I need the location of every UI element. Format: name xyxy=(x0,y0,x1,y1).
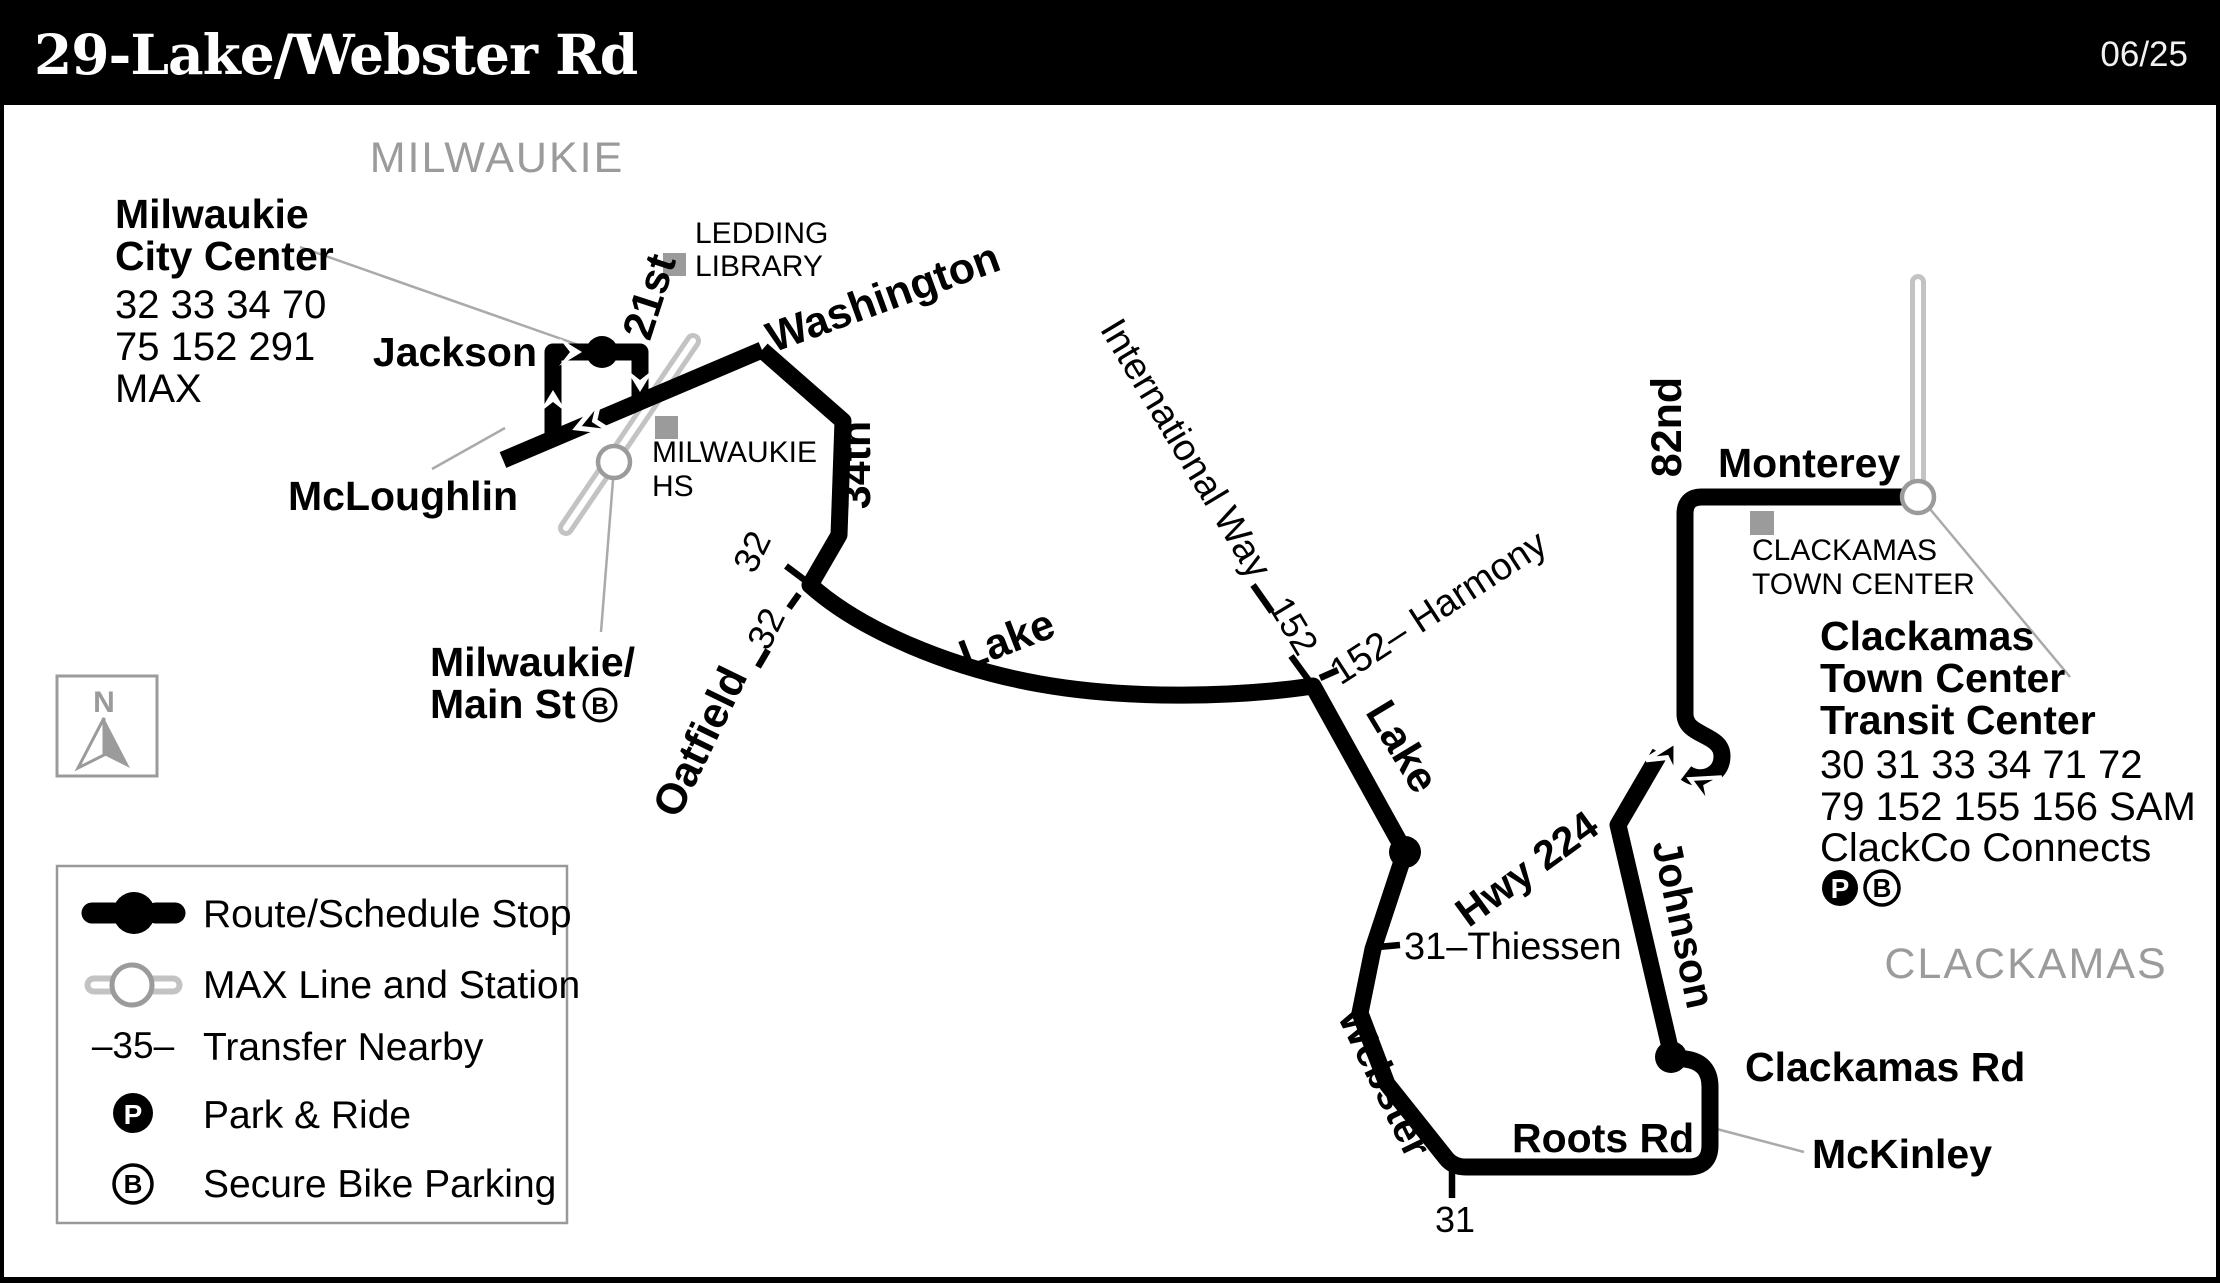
legend-label-bike: Secure Bike Parking xyxy=(203,1163,556,1206)
landmark-square-milwaukie-hs xyxy=(655,416,678,439)
transfer-label-32-upper: 32 xyxy=(725,525,779,579)
street-label-monterey: Monterey xyxy=(1718,440,1900,486)
bus-route-line xyxy=(499,338,1914,1176)
street-label-thiessen: 31–Thiessen xyxy=(1404,926,1622,968)
leader-main-st-station xyxy=(599,479,615,633)
legend-route-stop-icon xyxy=(81,892,186,934)
transfer-label-32-lower: 32 xyxy=(739,602,793,656)
stop-name: Clackamas xyxy=(1820,613,2034,659)
stop-routes: 30 31 33 34 71 72 xyxy=(1820,743,2143,787)
stop-routes: 79 152 155 156 SAM xyxy=(1820,785,2196,829)
station-name: Milwaukie/ xyxy=(430,639,635,685)
street-label-webster: Webster xyxy=(1329,999,1441,1164)
route-arrow-southwest xyxy=(572,399,614,435)
street-label-21st: 21st xyxy=(614,248,686,345)
stop-block-clackamas-tc: Clackamas Town Center Transit Center 30 … xyxy=(1820,613,2196,907)
north-arrow-icon xyxy=(74,717,106,772)
route-notch-arrow-north xyxy=(539,390,567,413)
street-label-jackson: Jackson xyxy=(373,329,537,375)
landmark-label-milwaukie-hs: MILWAUKIE xyxy=(652,436,817,469)
legend-label-transfer: Transfer Nearby xyxy=(203,1026,484,1069)
bike-parking-icon xyxy=(582,687,618,723)
landmark-label-milwaukie-hs: HS xyxy=(652,470,694,503)
map-frame-bottom xyxy=(0,1277,2220,1283)
street-label-roots-rd: Roots Rd xyxy=(1512,1115,1694,1161)
map-frame-left xyxy=(0,105,4,1283)
stop-routes: 75 152 291 xyxy=(115,325,315,369)
transfer-lines xyxy=(755,563,1456,1198)
stop-name: Town Center xyxy=(1820,655,2065,701)
landmark-square-clackamas-town-center xyxy=(1750,511,1774,535)
park-and-ride-icon xyxy=(1822,870,1858,906)
max-line-milwaukie xyxy=(558,333,701,536)
page-title: 29-Lake/Webster Rd xyxy=(34,22,638,87)
landmark-label-ctc: CLACKAMAS xyxy=(1752,534,1937,567)
header-bar xyxy=(0,0,2220,105)
legend: Route/Schedule Stop MAX Line and Station… xyxy=(55,864,580,1225)
stop-dot-milwaukie-city-center xyxy=(586,336,618,368)
leader-clackamas-tc xyxy=(1929,508,2071,678)
area-label-milwaukie: MILWAUKIE xyxy=(370,134,625,182)
stop-routes: MAX xyxy=(115,367,202,411)
street-label-82nd: 82nd xyxy=(1643,377,1691,477)
area-label-clackamas: CLACKAMAS xyxy=(1884,940,2167,988)
stop-name: Milwaukie xyxy=(115,191,309,237)
north-arrow-icon xyxy=(104,718,130,768)
route-arrow-hook xyxy=(1686,775,1723,806)
compass: N xyxy=(55,674,159,778)
street-label-mckinley: McKinley xyxy=(1812,1131,1992,1177)
street-label-mcloughlin: McLoughlin xyxy=(288,473,518,519)
legend-transfer-symbol: –35– xyxy=(92,1025,175,1066)
street-label-clackamas-rd: Clackamas Rd xyxy=(1745,1044,2025,1090)
legend-bike-letter: B xyxy=(124,1169,143,1199)
stop-name: Transit Center xyxy=(1820,697,2096,743)
station-label-milwaukie-main-st: Milwaukie/ Main St B xyxy=(430,639,635,727)
stop-routes: 32 33 34 70 xyxy=(115,283,326,327)
street-label-lake-upper: Lake xyxy=(953,600,1062,680)
max-station-milwaukie-main-st xyxy=(595,443,633,481)
park-and-ride-letter: P xyxy=(1831,873,1850,904)
street-label-harmony: 152– Harmony xyxy=(1323,522,1555,693)
bike-parking-letter: B xyxy=(1873,873,1892,903)
legend-label-park: Park & Ride xyxy=(203,1094,411,1137)
street-label-oatfield: Oatfield xyxy=(644,659,757,824)
bike-parking-letter: B xyxy=(591,693,608,720)
legend-bike-parking-icon xyxy=(112,1163,154,1205)
stop-block-milwaukie-city-center: Milwaukie City Center 32 33 34 70 75 152… xyxy=(115,191,334,411)
legend-label-route-stop: Route/Schedule Stop xyxy=(203,893,572,936)
bike-parking-icon xyxy=(1863,869,1901,907)
route-notch-arrow-south xyxy=(626,369,654,392)
leader-city-center xyxy=(299,245,591,351)
street-label-hwy-224: Hwy 224 xyxy=(1447,802,1607,936)
leader-mcloughlin xyxy=(431,426,506,471)
station-name: Main St xyxy=(430,681,576,727)
stop-dot-lake xyxy=(1389,836,1421,868)
landmark-label-ctc: TOWN CENTER xyxy=(1752,568,1975,601)
compass-north-label: N xyxy=(93,686,115,719)
landmark-label-ledding: LIBRARY xyxy=(695,250,823,283)
transfer-label-31: 31 xyxy=(1435,1199,1475,1240)
landmark-label-ledding: LEDDING xyxy=(695,217,828,250)
stop-dot-clackamas-rd xyxy=(1655,1041,1687,1073)
stop-routes: ClackCo Connects xyxy=(1820,826,2151,870)
street-label-international-way: International Way xyxy=(1091,312,1279,586)
legend-max-station-icon xyxy=(84,962,183,1008)
legend-label-max: MAX Line and Station xyxy=(203,964,580,1007)
leader-mckinley xyxy=(1712,1126,1805,1154)
street-label-34th: 34th xyxy=(832,421,880,509)
route-notch-arrow-east xyxy=(559,338,582,366)
transfer-label-152: 152 xyxy=(1261,589,1327,662)
route-arrow-northeast xyxy=(1644,736,1679,778)
legend-park-and-ride-icon xyxy=(113,1093,153,1133)
map-frame-right xyxy=(2216,105,2220,1283)
stop-name: City Center xyxy=(115,233,334,279)
legend-park-letter: P xyxy=(124,1099,143,1130)
map-date: 06/25 xyxy=(2100,35,2188,74)
landmark-square-ledding-library xyxy=(663,253,686,276)
max-station-clackamas-tc xyxy=(1899,478,1937,516)
